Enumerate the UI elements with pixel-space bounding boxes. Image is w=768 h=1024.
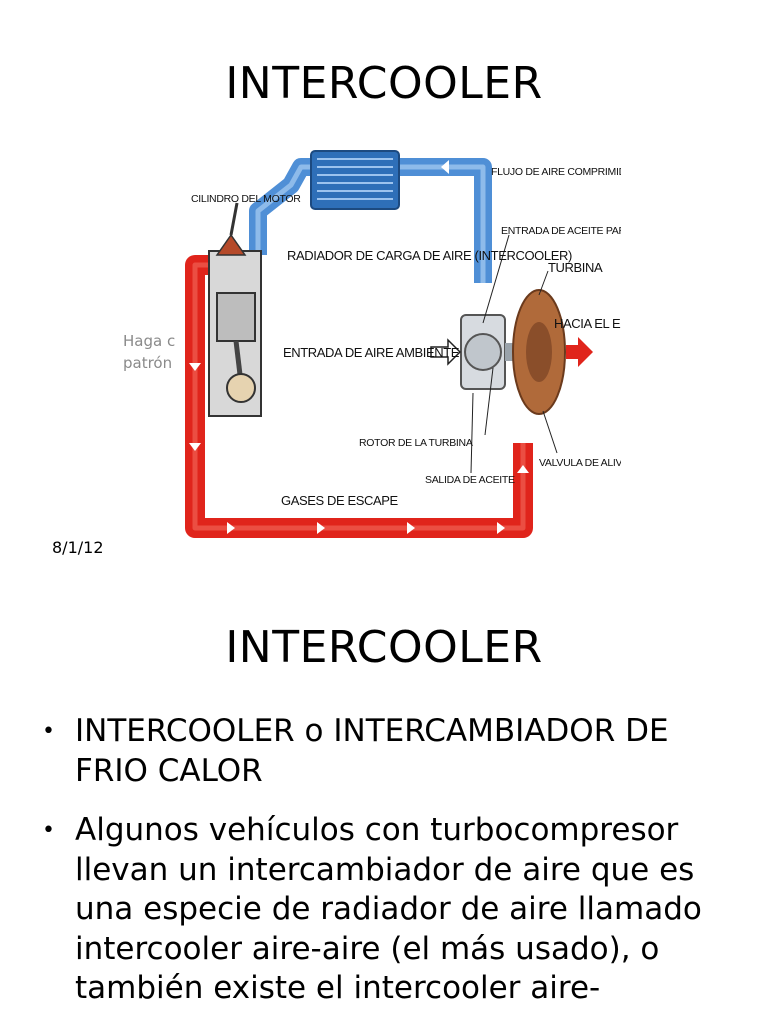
charge-air-pipe xyxy=(249,158,492,283)
turbocharger xyxy=(460,289,593,415)
exhaust-out-arrow xyxy=(566,337,593,367)
slide-date: 8/1/12 xyxy=(52,538,104,557)
bullet-text: INTERCOOLER o INTERCAMBIADOR DE FRIO CAL… xyxy=(75,713,669,789)
slide-1: INTERCOOLER Haga c patrón xyxy=(52,58,621,557)
bullet-text: Algunos vehículos con turbocompresor lle… xyxy=(75,812,702,1006)
placeholder-hint-line: patrón xyxy=(123,354,173,372)
label-oil-outlet: SALIDA DE ACEITE xyxy=(425,474,515,486)
slide-2: INTERCOOLER • INTERCOOLER o INTERCAMBIAD… xyxy=(0,580,768,1024)
slide-title: INTERCOOLER xyxy=(225,622,543,673)
bullet-list: • INTERCOOLER o INTERCAMBIADOR DE FRIO C… xyxy=(40,712,740,1024)
image-placeholder-hint[interactable]: Haga c patrón xyxy=(123,330,187,374)
ambient-air-arrow xyxy=(430,338,462,366)
bullet-item: • INTERCOOLER o INTERCAMBIADOR DE FRIO C… xyxy=(40,712,740,791)
label-compressed-air-flow: FLUJO DE AIRE COMPRIMIDO xyxy=(491,166,621,178)
label-exhaust-gases: GASES DE ESCAPE xyxy=(281,493,399,508)
air-flow-arrow xyxy=(441,160,449,174)
label-charge-air-radiator: RADIADOR DE CARGA DE AIRE (INTERCOOLER) xyxy=(287,248,572,263)
bullet-item: • Algunos vehículos con turbocompresor l… xyxy=(40,811,740,1009)
bullet-dot-icon: • xyxy=(42,719,55,744)
label-engine-cylinder: CILINDRO DEL MOTOR xyxy=(191,193,301,205)
placeholder-hint-line: Haga c xyxy=(123,332,176,350)
label-turbine-rotor: ROTOR DE LA TURBINA xyxy=(359,437,473,449)
slide-title: INTERCOOLER xyxy=(225,58,543,109)
label-wastegate-valve: VALVULA DE ALIVIO O WASTEGATE xyxy=(539,457,621,469)
label-turbine: TURBINA xyxy=(548,260,603,275)
intercooler-diagram: FLUJO DE AIRE COMPRIMIDO CILINDRO DEL MO… xyxy=(183,143,621,547)
intercooler-core xyxy=(310,150,400,210)
leader-lines xyxy=(470,234,558,474)
label-to-exhaust: HACIA EL ESCAPE xyxy=(554,316,621,331)
bullet-dot-icon: • xyxy=(42,818,55,843)
exhaust-flow-arrows xyxy=(189,363,529,534)
engine-cylinder xyxy=(208,202,262,417)
label-ambient-air-inlet: ENTRADA DE AIRE AMBIENTE xyxy=(283,345,460,360)
